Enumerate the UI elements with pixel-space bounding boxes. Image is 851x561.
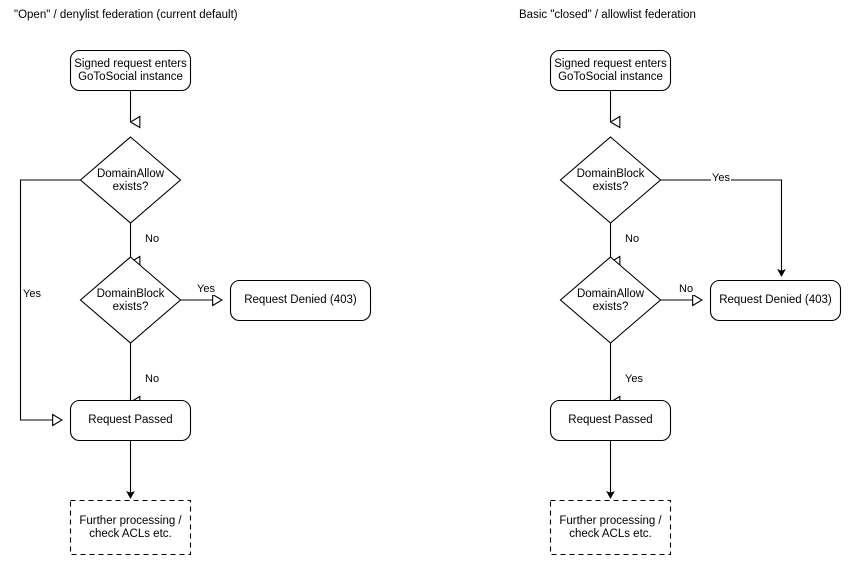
allowlist-decision2-shape bbox=[559, 256, 662, 344]
denylist-decision1-shape bbox=[79, 136, 182, 224]
allowlist-edge-label-block-yes: Yes bbox=[711, 172, 731, 184]
denylist-edge-allow-yes bbox=[19, 179, 81, 427]
denylist-edge-label-allow-no: No bbox=[144, 233, 161, 245]
chart-title-allowlist: Basic "closed" / allowlist federation bbox=[519, 9, 696, 21]
allowlist-denied-shape bbox=[709, 279, 842, 322]
allowlist-decision1-shape bbox=[559, 136, 662, 224]
allowlist-edge-block-yes bbox=[660, 179, 786, 277]
denylist-edge-label-allow-yes: Yes bbox=[22, 288, 42, 300]
allowlist-passed-shape bbox=[549, 399, 672, 442]
denylist-decision2-shape bbox=[79, 256, 182, 344]
allowlist-edge-label-allow-yes: Yes bbox=[624, 373, 644, 385]
chart-title-denylist: "Open" / denylist federation (current de… bbox=[14, 9, 238, 21]
denylist-start-shape bbox=[69, 49, 192, 92]
denylist-further-shape bbox=[69, 499, 192, 556]
denylist-denied-shape bbox=[229, 279, 372, 322]
allowlist-further-shape bbox=[549, 499, 672, 556]
denylist-edge-label-block-no: No bbox=[144, 373, 161, 385]
allowlist-edge-label-allow-no: No bbox=[678, 283, 695, 295]
allowlist-start-shape bbox=[549, 49, 672, 92]
denylist-edge-label-block-yes: Yes bbox=[196, 283, 216, 295]
denylist-passed-shape bbox=[69, 399, 192, 442]
allowlist-edge-label-block-no: No bbox=[624, 233, 641, 245]
